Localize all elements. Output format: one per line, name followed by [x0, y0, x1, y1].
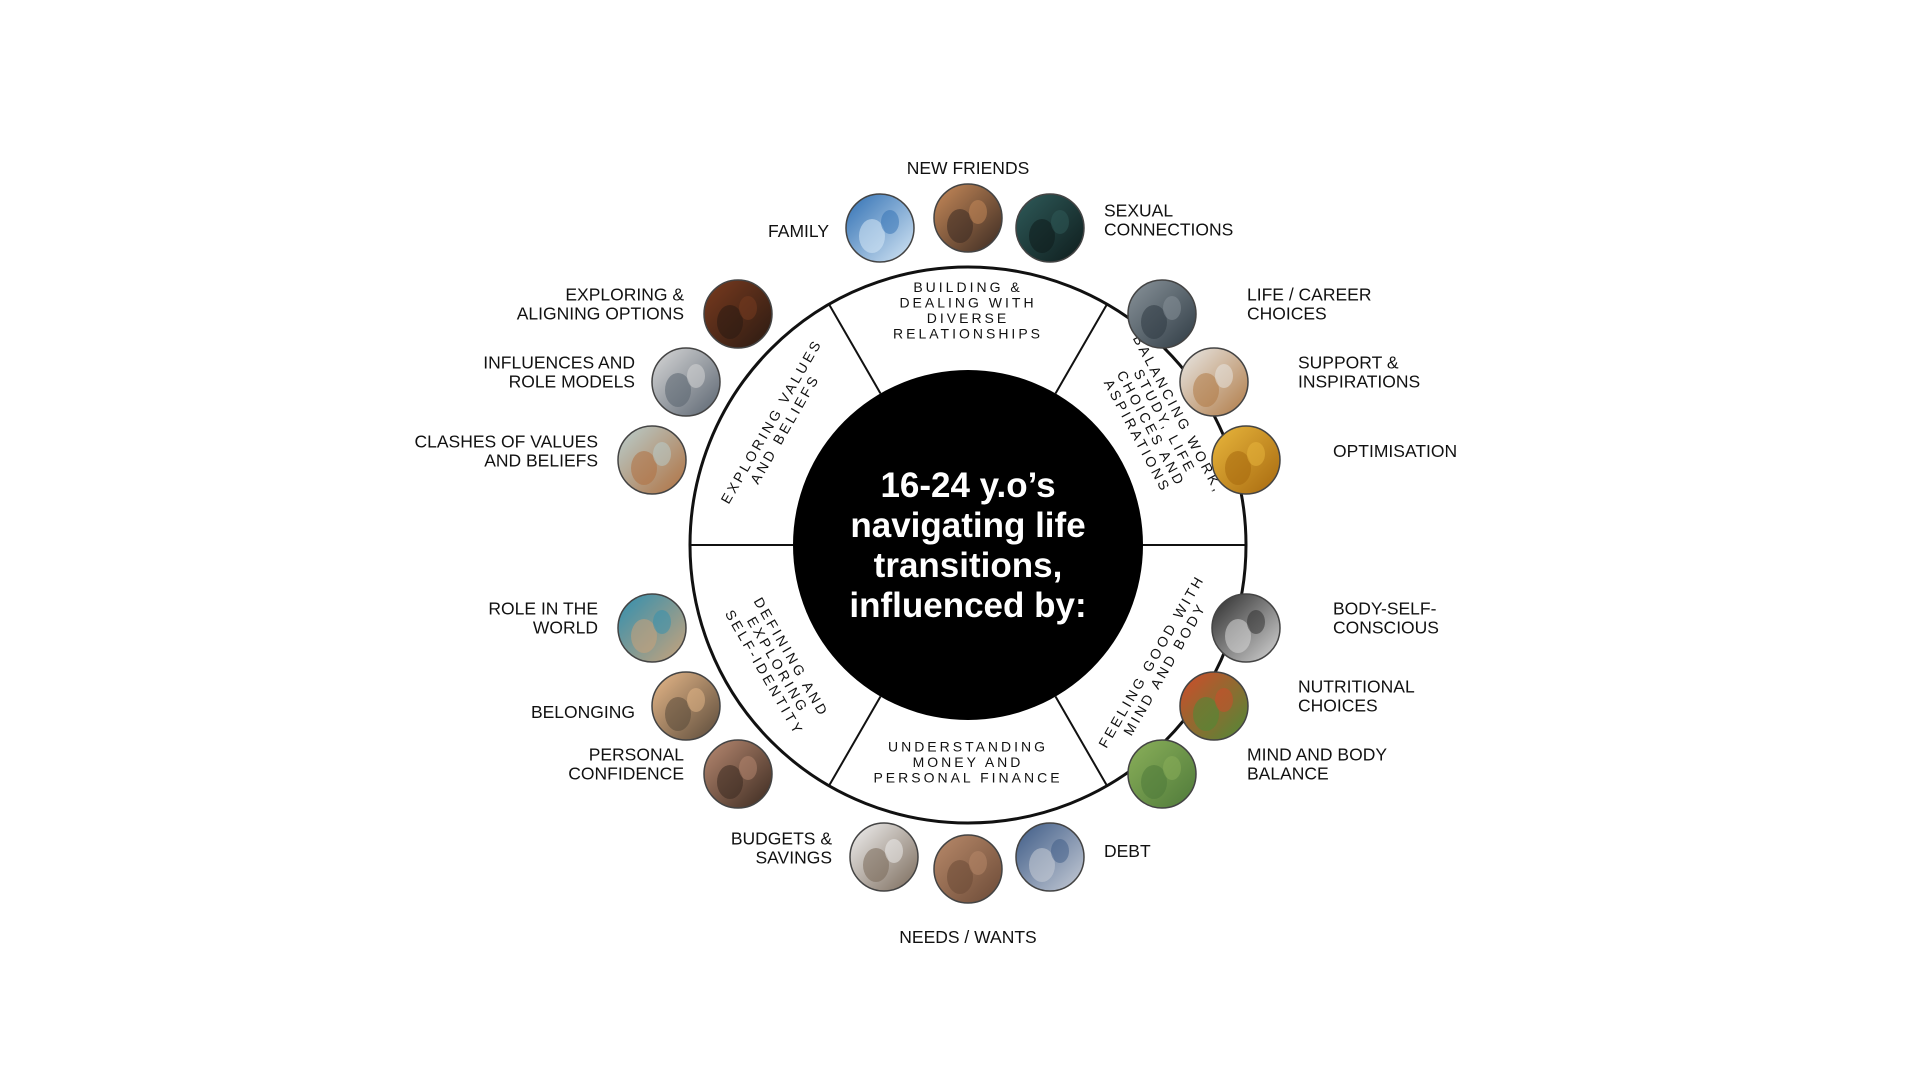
- family-photo-icon: [845, 193, 915, 263]
- role-photo-icon: [617, 593, 687, 663]
- item-label: CHOICES: [1247, 304, 1327, 324]
- item-label: BALANCE: [1247, 764, 1329, 784]
- item-support: SUPPORT &INSPIRATIONS: [1179, 347, 1420, 417]
- item-exploring-options: EXPLORING &ALIGNING OPTIONS: [517, 279, 773, 349]
- item-budgets: BUDGETS &SAVINGS: [731, 822, 919, 892]
- item-label: WORLD: [533, 618, 598, 638]
- item-label: AND BELIEFS: [484, 451, 598, 471]
- friends-sunset-photo-icon: [933, 183, 1003, 253]
- segment-label-line: RELATIONSHIPS: [893, 325, 1043, 341]
- segment-divider: [1054, 303, 1108, 394]
- capsules-photo-icon: [1211, 425, 1281, 495]
- segment-label-line: DIVERSE: [927, 310, 1009, 326]
- segment-divider: [828, 303, 882, 394]
- item-belonging: BELONGING: [531, 671, 721, 741]
- item-label: INFLUENCES AND: [483, 353, 635, 373]
- item-label: BELONGING: [531, 702, 635, 722]
- item-label: INSPIRATIONS: [1298, 372, 1420, 392]
- segment-label-relationships: BUILDING &DEALING WITHDIVERSERELATIONSHI…: [893, 279, 1043, 342]
- item-optimisation: OPTIMISATION: [1211, 425, 1457, 495]
- item-label: CONNECTIONS: [1104, 220, 1233, 240]
- item-label: CLASHES OF VALUES: [415, 432, 599, 452]
- item-label: BODY-SELF-: [1333, 599, 1437, 619]
- savings-jar-photo-icon: [849, 822, 919, 892]
- coffee-photo-icon: [933, 834, 1003, 904]
- segment-label-line: DEALING WITH: [899, 294, 1036, 310]
- item-label: CONSCIOUS: [1333, 618, 1439, 638]
- item-needs-wants: NEEDS / WANTS: [899, 834, 1037, 947]
- item-label: ROLE MODELS: [509, 372, 635, 392]
- item-label: ALIGNING OPTIONS: [517, 304, 684, 324]
- item-label: DEBT: [1104, 841, 1151, 861]
- segment-label-line: PERSONAL FINANCE: [873, 770, 1062, 786]
- item-label: SUPPORT &: [1298, 353, 1399, 373]
- item-label: NEEDS / WANTS: [899, 927, 1036, 947]
- item-label: SEXUAL: [1104, 201, 1173, 221]
- item-label: NUTRITIONAL: [1298, 677, 1415, 697]
- body-photo-icon: [1211, 593, 1281, 663]
- item-label: OPTIMISATION: [1333, 441, 1457, 461]
- phone-photo-icon: [651, 347, 721, 417]
- segment-label-line: MONEY AND: [913, 754, 1024, 770]
- couple-photo-icon: [1015, 193, 1085, 263]
- item-label: EXPLORING &: [565, 285, 684, 305]
- segment-label-line: BUILDING &: [913, 279, 1022, 295]
- center-title-line: navigating life: [850, 506, 1085, 545]
- segment-divider: [828, 696, 882, 787]
- item-label: BUDGETS &: [731, 829, 832, 849]
- item-label: CHOICES: [1298, 696, 1378, 716]
- item-label: FAMILY: [768, 221, 829, 241]
- segment-divider: [1054, 696, 1108, 787]
- confidence-photo-icon: [703, 739, 773, 809]
- belonging-photo-icon: [651, 671, 721, 741]
- item-label: CONFIDENCE: [568, 764, 684, 784]
- center-title-line: 16-24 y.o’s: [880, 466, 1055, 505]
- center-title-line: influenced by:: [849, 586, 1086, 625]
- bookshelf-photo-icon: [703, 279, 773, 349]
- item-label: LIFE / CAREER: [1247, 285, 1371, 305]
- item-family: FAMILY: [768, 193, 915, 263]
- support-photo-icon: [1179, 347, 1249, 417]
- meditation-photo-icon: [1127, 739, 1197, 809]
- career-choices-photo-icon: [1127, 279, 1197, 349]
- item-new-friends: NEW FRIENDS: [907, 158, 1030, 253]
- item-label: MIND AND BODY: [1247, 745, 1387, 765]
- segment-label-line: UNDERSTANDING: [888, 739, 1048, 755]
- item-debt: DEBT: [1015, 822, 1151, 892]
- segment-dividers: [690, 303, 1246, 787]
- item-body-self: BODY-SELF-CONSCIOUS: [1211, 593, 1439, 663]
- clashes-photo-icon: [617, 425, 687, 495]
- center-title-line: transitions,: [874, 546, 1063, 585]
- debt-photo-icon: [1015, 822, 1085, 892]
- item-label: ROLE IN THE: [488, 599, 598, 619]
- vegetables-photo-icon: [1179, 671, 1249, 741]
- item-label: PERSONAL: [589, 745, 685, 765]
- center-circle: [793, 370, 1143, 720]
- item-label: SAVINGS: [755, 848, 832, 868]
- item-label: NEW FRIENDS: [907, 158, 1030, 178]
